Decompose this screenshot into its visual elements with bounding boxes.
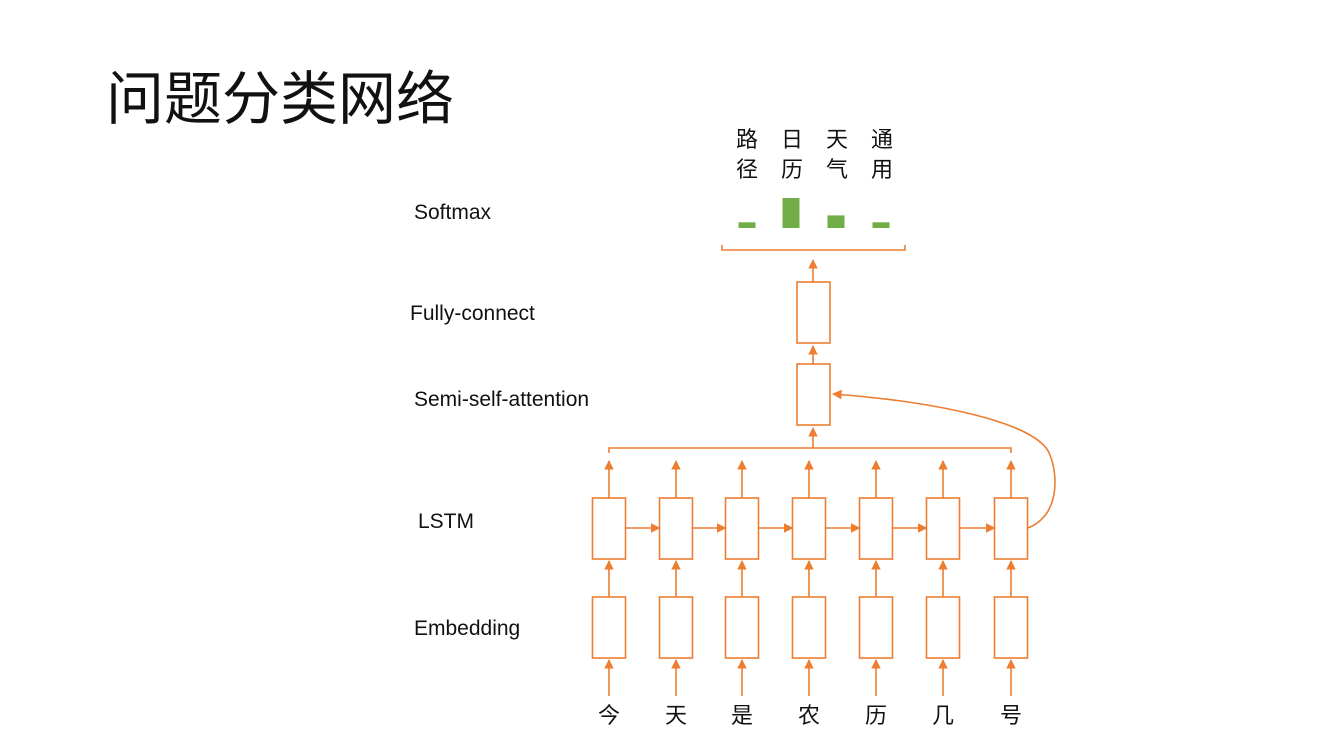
lstm-cell-3 <box>791 497 827 560</box>
class-label-0-line1: 路 <box>735 128 758 153</box>
softmax-bar-3 <box>872 222 890 228</box>
softmax-bracket <box>721 245 906 251</box>
softmax-bar-0 <box>738 222 756 228</box>
input-token-5: 几 <box>931 704 954 729</box>
input-token-0: 今 <box>597 704 620 729</box>
embedding-layer-label: Embedding <box>414 617 521 640</box>
class-label-1-line1: 日 <box>780 128 803 153</box>
attention-box <box>796 363 831 426</box>
class-label-3-line2: 用 <box>870 158 893 183</box>
class-label-2-line1: 天 <box>825 128 848 153</box>
softmax-bar-1 <box>782 198 800 228</box>
lstm-cell-5 <box>925 497 961 560</box>
embedding-cell-5 <box>925 596 961 659</box>
class-label-2: 天 气 <box>819 126 855 186</box>
network-structure <box>591 245 1056 696</box>
embedding-cell-4 <box>858 596 894 659</box>
embedding-cell-1 <box>658 596 694 659</box>
embedding-cell-3 <box>791 596 827 659</box>
softmax-layer-label: Softmax <box>414 201 492 224</box>
lstm-cell-4 <box>858 497 894 560</box>
class-label-3: 通 用 <box>864 126 900 186</box>
class-label-1-line2: 历 <box>780 158 803 183</box>
softmax-bar-2 <box>827 215 845 228</box>
arrow-last-state-to-attention <box>832 389 1056 529</box>
input-token-4: 历 <box>864 704 887 729</box>
softmax-bars <box>738 198 890 228</box>
input-token-3: 农 <box>797 704 820 729</box>
class-label-2-line2: 气 <box>825 158 848 183</box>
lstm-cell-1 <box>658 497 694 560</box>
class-label-0: 路 径 <box>729 126 765 186</box>
lstm-cell-0 <box>591 497 627 560</box>
fully-connect-layer-label: Fully-connect <box>410 302 535 325</box>
class-label-1: 日 历 <box>774 126 810 186</box>
lstm-cell-2 <box>724 497 760 560</box>
input-token-2: 是 <box>730 704 753 729</box>
input-token-6: 号 <box>999 704 1022 729</box>
input-token-1: 天 <box>664 704 687 729</box>
fully-connect-box <box>796 281 831 344</box>
attention-layer-label: Semi-self-attention <box>414 388 590 411</box>
lstm-output-bracket <box>608 447 1012 453</box>
class-label-0-line2: 径 <box>735 158 758 183</box>
lstm-cell-6 <box>993 497 1029 560</box>
embedding-cell-0 <box>591 596 627 659</box>
embedding-cell-6 <box>993 596 1029 659</box>
page-title: 问题分类网络 <box>106 65 455 133</box>
lstm-layer-label: LSTM <box>418 510 475 533</box>
embedding-cell-2 <box>724 596 760 659</box>
class-label-3-line1: 通 <box>870 128 893 153</box>
